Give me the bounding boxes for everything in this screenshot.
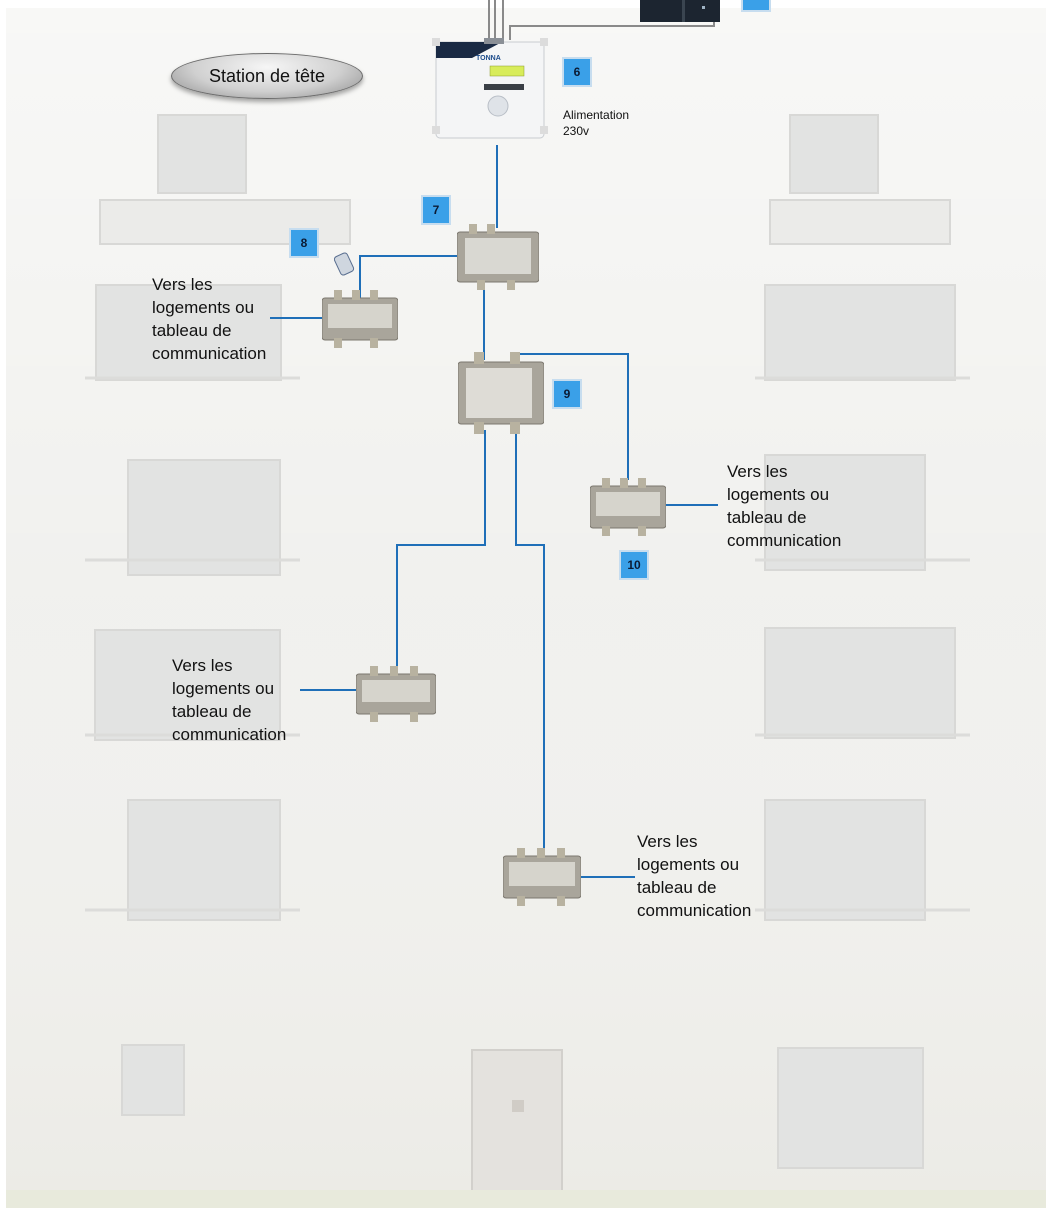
destination-label-left: Vers les logements ou tableau de communi… <box>172 656 287 744</box>
power-label: Alimentation 230v <box>563 108 630 138</box>
tap-8-icon <box>322 290 398 348</box>
splitter-7-icon <box>457 224 539 290</box>
station-de-tete-button: Station de tête <box>171 53 363 99</box>
badge-7: 7 <box>421 195 451 225</box>
splitter-9-icon <box>458 352 544 434</box>
tap-left-icon <box>356 666 436 722</box>
headend-amplifier-icon: TONNA <box>432 38 548 139</box>
tap-bottom-icon <box>503 848 581 906</box>
cable-splitter-tap8 <box>359 255 468 298</box>
satellite-receiver-icon <box>640 0 720 22</box>
left-windows <box>94 114 351 1116</box>
station-label: Station de tête <box>208 65 326 86</box>
svg-text:TONNA: TONNA <box>476 55 501 62</box>
badge-partial-top <box>741 0 771 12</box>
destination-label-bottom: Vers les logements ou tableau de communi… <box>637 832 752 920</box>
destination-label-8: Vers les logements ou tableau de communi… <box>152 275 267 363</box>
destination-label-10: Vers les logements ou tableau de communi… <box>727 462 842 550</box>
badge-9: 9 <box>552 379 582 409</box>
badge-6: 6 <box>562 57 592 87</box>
badge-8: 8 <box>289 228 319 258</box>
badge-10: 10 <box>619 550 649 580</box>
tap-10-icon <box>590 478 666 536</box>
terminator-icon <box>334 252 355 276</box>
right-windows <box>764 114 956 1169</box>
